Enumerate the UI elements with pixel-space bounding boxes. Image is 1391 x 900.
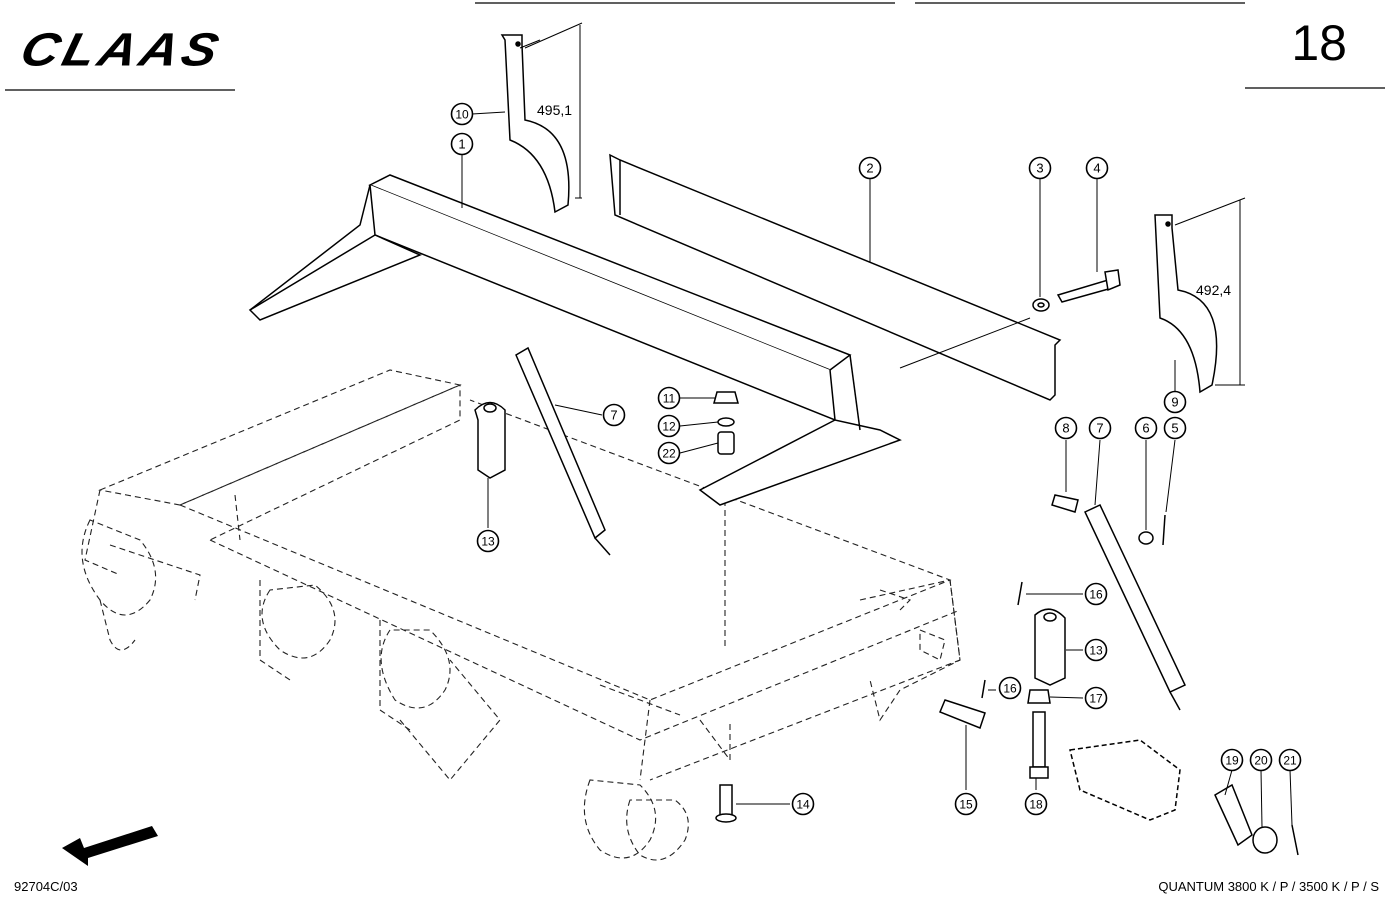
part-21-cotter-pin: [1291, 824, 1299, 856]
part-17-nut: [1027, 689, 1051, 704]
callout-label: 21: [1283, 754, 1297, 768]
callout-17: 17: [1084, 686, 1108, 710]
callout-10: 10: [450, 102, 474, 126]
callout-19: 19: [1220, 748, 1244, 772]
part-18-bolt: [1029, 711, 1049, 779]
callout-label: 7: [1096, 421, 1103, 436]
callout-label: 13: [1089, 644, 1103, 658]
part-1-main-beam: [248, 174, 902, 506]
part-15-pin: [939, 699, 986, 729]
callout-label: 13: [481, 535, 495, 549]
part-14-bolt: [715, 784, 737, 823]
dimension-9: [1174, 197, 1246, 386]
callout-3: 3: [1028, 156, 1052, 180]
dimension-10: [524, 22, 583, 199]
part-16-pin-lower: [981, 679, 986, 699]
callout-label: 11: [663, 392, 676, 406]
part-3-washer: [1032, 298, 1050, 312]
callout-1: 1: [450, 132, 474, 156]
part-10-bracket: [500, 34, 570, 214]
direction-arrow-icon: [62, 826, 158, 866]
page-number: 18: [1291, 15, 1347, 71]
callout-8: 8: [1054, 416, 1078, 440]
callout-14: 14: [791, 792, 815, 816]
callout-20: 20: [1249, 748, 1273, 772]
callout-16: 16: [1084, 582, 1108, 606]
callout-11: 11: [657, 386, 681, 410]
callout-label: 15: [959, 798, 973, 812]
callout-label: 9: [1171, 395, 1178, 410]
callout-9: 9: [1163, 390, 1187, 414]
dimension-label-10: 495,1: [537, 102, 572, 118]
callout-label: 3: [1036, 161, 1043, 176]
part-4-bolt: [1056, 269, 1121, 303]
part-9-bracket: [1154, 214, 1218, 394]
callout-18: 18: [1024, 792, 1048, 816]
hitch-housing: [1069, 739, 1181, 821]
callout-label: 16: [1089, 588, 1103, 602]
callout-7: 7: [1088, 416, 1112, 440]
part-22-spacer: [717, 431, 735, 455]
callout-13: 13: [476, 529, 500, 553]
part-7-strut-right: [1084, 504, 1186, 711]
part-5-cotter-pin: [1162, 514, 1166, 546]
plate-guide-line: [899, 317, 1031, 369]
callout-2: 2: [858, 156, 882, 180]
callout-label: 10: [455, 108, 469, 122]
callout-label: 5: [1171, 421, 1178, 436]
part-13-clamp-lower: [1034, 608, 1066, 686]
part-13-clamp-upper: [474, 401, 506, 479]
callout-7: 7: [602, 403, 626, 427]
callout-label: 2: [866, 161, 873, 176]
callout-15: 15: [954, 792, 978, 816]
callout-13: 13: [1084, 638, 1108, 662]
document-reference: 92704C/03: [14, 879, 78, 894]
callout-6: 6: [1134, 416, 1158, 440]
callout-label: 18: [1029, 798, 1043, 812]
callout-label: 17: [1089, 692, 1103, 706]
callout-label: 8: [1062, 421, 1069, 436]
callout-label: 20: [1254, 754, 1268, 768]
callout-label: 4: [1093, 161, 1100, 176]
solid-parts: [248, 22, 1299, 856]
callout-22: 22: [657, 441, 681, 465]
callout-21: 21: [1278, 748, 1302, 772]
part-16-pin-upper: [1017, 581, 1023, 606]
part-8-pin: [1051, 494, 1079, 513]
callout-label: 16: [1003, 682, 1017, 696]
callout-12: 12: [657, 414, 681, 438]
callout-label: 7: [610, 408, 617, 423]
part-19-clevis: [1214, 783, 1253, 847]
part-7-strut-left: [515, 346, 611, 556]
callout-label: 1: [458, 137, 465, 152]
part-6-washer: [1138, 531, 1154, 545]
part-11-nut: [713, 391, 739, 404]
part-2-plate: [609, 153, 1062, 401]
chassis-frame-dashed: [81, 369, 961, 861]
model-designation: QUANTUM 3800 K / P / 3500 K / P / S: [1158, 879, 1379, 894]
callout-label: 12: [662, 420, 676, 434]
callout-label: 14: [796, 798, 810, 812]
callout-label: 19: [1225, 754, 1239, 768]
callout-5: 5: [1163, 416, 1187, 440]
callout-label: 6: [1142, 421, 1149, 436]
leader-lines: [461, 111, 1293, 828]
callout-label: 22: [662, 447, 676, 461]
callout-16: 16: [998, 676, 1022, 700]
header-rules: [5, 2, 1385, 91]
part-20-washer: [1252, 826, 1278, 854]
dimension-label-9: 492,4: [1196, 282, 1231, 298]
callout-4: 4: [1085, 156, 1109, 180]
part-12-washer: [717, 417, 735, 427]
